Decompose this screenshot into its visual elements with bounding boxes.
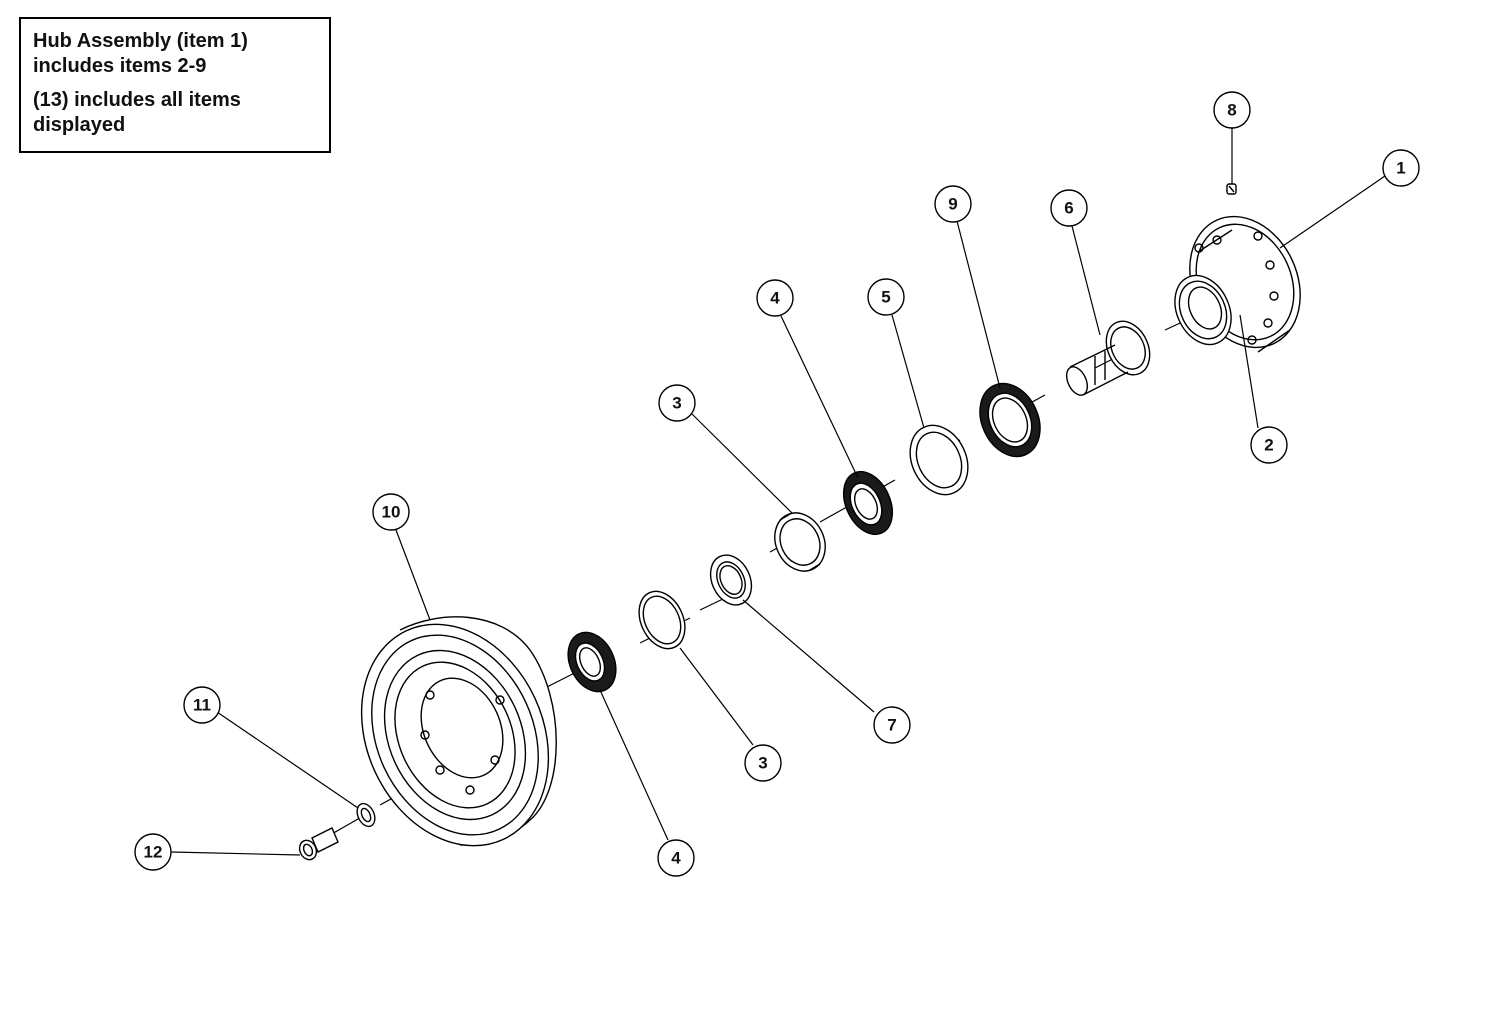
note-line-2: (13) includes all items displayed xyxy=(33,89,241,136)
leader-lines xyxy=(170,128,1386,856)
callout-label: 5 xyxy=(881,288,890,307)
callout-circle xyxy=(873,706,911,744)
callout-label: 1 xyxy=(1396,159,1405,178)
callout-c12: 12 xyxy=(134,833,172,871)
callout-circle xyxy=(1050,189,1088,227)
callout-label: 7 xyxy=(887,716,896,735)
callout-c7: 7 xyxy=(873,706,911,744)
callout-label: 11 xyxy=(193,696,211,715)
callout-label: 6 xyxy=(1064,199,1073,218)
callout-circle xyxy=(1250,426,1288,464)
callout-c3b: 3 xyxy=(744,744,782,782)
callout-label: 4 xyxy=(671,849,681,868)
callout-label: 9 xyxy=(948,195,957,214)
callout-label: 3 xyxy=(758,754,767,773)
grease-fitting-part xyxy=(1226,183,1237,195)
callout-circle xyxy=(134,833,172,871)
wheel-part xyxy=(360,616,557,847)
callout-circle xyxy=(658,384,696,422)
callout-c10: 10 xyxy=(372,493,410,531)
callout-circle xyxy=(1213,91,1251,129)
callout-circle xyxy=(183,686,221,724)
assembly-note-box: Hub Assembly (item 1) includes items 2-9… xyxy=(19,17,331,153)
callout-label: 3 xyxy=(672,394,681,413)
callout-c8: 8 xyxy=(1213,91,1251,129)
callout-circle xyxy=(867,278,905,316)
grease-seal-part xyxy=(709,554,753,606)
callout-label: 2 xyxy=(1264,436,1273,455)
bearing-cone-upper-part xyxy=(842,470,894,536)
bearing-cup-lower-part xyxy=(638,590,686,650)
callout-label: 4 xyxy=(770,289,780,308)
bolt-washer-part xyxy=(356,802,376,828)
callout-label: 8 xyxy=(1227,101,1236,120)
callout-c2: 2 xyxy=(1250,426,1288,464)
callout-label: 12 xyxy=(144,843,163,862)
callout-bubbles: 8 1 9 6 4 5 2 3 10 11 7 3 12 4 xyxy=(134,91,1420,877)
callout-c1: 1 xyxy=(1382,149,1420,187)
callout-c9: 9 xyxy=(934,185,972,223)
hub-flange-part xyxy=(1174,215,1301,353)
spindle-part xyxy=(1065,320,1151,396)
callout-circle xyxy=(744,744,782,782)
callout-circle xyxy=(934,185,972,223)
callout-circle xyxy=(1382,149,1420,187)
callout-circle xyxy=(372,493,410,531)
callout-c3a: 3 xyxy=(658,384,696,422)
callout-c5: 5 xyxy=(867,278,905,316)
bearing-cup-upper-part xyxy=(774,512,826,572)
callout-circle xyxy=(657,839,695,877)
callout-c6: 6 xyxy=(1050,189,1088,227)
callout-c4a: 4 xyxy=(756,279,794,317)
seal-part xyxy=(979,382,1041,458)
washer-part xyxy=(909,424,969,496)
note-line-1: Hub Assembly (item 1) includes items 2-9 xyxy=(33,30,248,77)
callout-c4b: 4 xyxy=(657,839,695,877)
callout-circle xyxy=(756,279,794,317)
callout-c11: 11 xyxy=(183,686,221,724)
callout-label: 10 xyxy=(382,503,401,522)
bolt-part xyxy=(298,827,339,861)
bearing-cone-lower-part xyxy=(567,631,617,693)
